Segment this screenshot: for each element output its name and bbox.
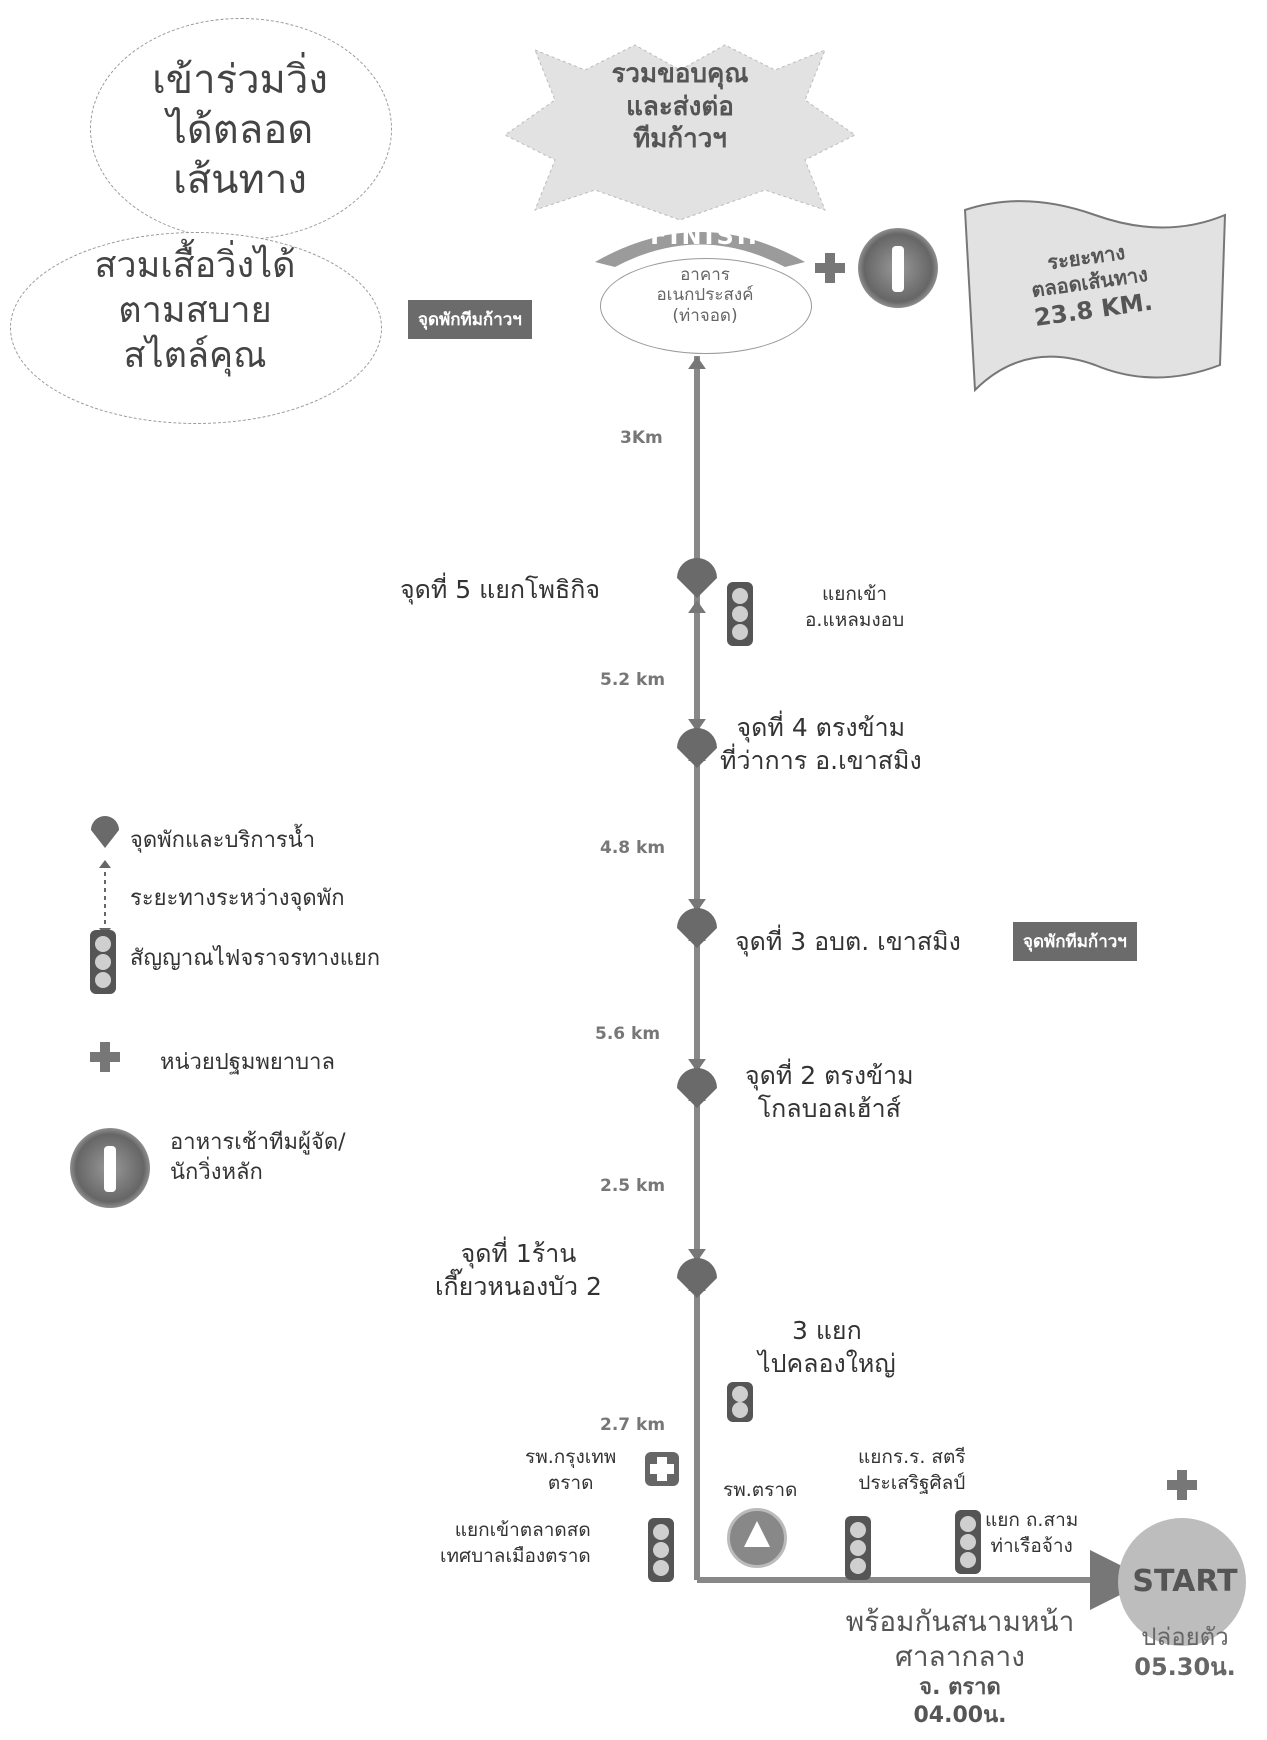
hospital-trat-icon [727, 1508, 787, 1568]
traffic-light-icon [90, 930, 116, 994]
finish-ribbon [595, 232, 805, 267]
traffic-light-icon [845, 1516, 871, 1580]
pin-5 [677, 558, 717, 598]
segment-distance: 3Km [620, 428, 663, 448]
legend: จุดพักและบริการน้ำ ระยะทางระหว่างจุดพัก … [70, 810, 550, 1370]
rest-tag-finish: จุดพักทีมก้าวฯ [408, 300, 532, 339]
junction-tha-ruea: แยก ถ.สามท่าเรือจ้าง [985, 1509, 1079, 1557]
food-icon [858, 228, 938, 308]
legend-firstaid: หน่วยปฐมพยาบาล [160, 1050, 335, 1075]
firstaid-icon [815, 253, 845, 283]
hospital-icon [645, 1452, 679, 1486]
start-label: START [1132, 1564, 1238, 1599]
pin-1 [677, 1258, 717, 1298]
pin-2 [677, 1068, 717, 1108]
dress-bubble [10, 232, 382, 424]
segment-distance: 2.5 km [600, 1176, 666, 1196]
legend-food: อาหารเช้าทีมผู้จัด/นักวิ่งหลัก [170, 1130, 346, 1185]
traffic-light-icon [727, 582, 753, 646]
junction-market: แยกเข้าตลาดสดเทศบาลเมืองตราด [440, 1519, 591, 1567]
traffic-light-icon [727, 1382, 753, 1422]
finish-building-ellipse [600, 258, 812, 354]
junction-school: แยกร.ร. สตรีประเสริฐศิลป์ [858, 1446, 966, 1494]
finish-building-text: อาคารอเนกประสงค์(ท่าจอด) [656, 265, 754, 326]
segment-distance: 5.2 km [600, 670, 666, 690]
thanks-banner-text: รวมขอบคุณและส่งต่อทีมก้าวฯ [611, 59, 749, 154]
hospital-bangkok-label: รพ.กรุงเทพตราด [525, 1446, 617, 1494]
pin-3 [677, 908, 717, 948]
join-run-text: เข้าร่วมวิ่งได้ตลอดเส้นทาง [152, 57, 328, 203]
legend-distance: ระยะทางระหว่างจุดพัก [130, 886, 345, 911]
start-circle [1118, 1518, 1246, 1646]
finish-label: FINISH [650, 222, 760, 250]
traffic-light-icon [648, 1518, 674, 1582]
junction-khlong-yai: 3 แยกไปคลองใหญ่ [758, 1316, 896, 1378]
thanks-banner-shape [504, 44, 856, 221]
legend-rest: จุดพักและบริการน้ำ [130, 828, 316, 853]
legend-distance-icon [99, 860, 111, 936]
checkpoint-1-label: จุดที่ 1ร้านเกี๊ยวหนองบัว 2 [435, 1239, 602, 1301]
food-icon [70, 1128, 150, 1208]
segment-distance: 4.8 km [600, 838, 666, 858]
junction-laem-ngop: แยกเข้าอ.แหลมงอบ [805, 583, 905, 631]
legend-pin-icon [91, 816, 119, 848]
firstaid-icon [1167, 1470, 1197, 1500]
rest-tag-point3: จุดพักทีมก้าวฯ [1013, 922, 1137, 961]
legend-traffic: สัญญาณไฟจราจรทางแยก [130, 946, 381, 971]
checkpoint-5-label: จุดที่ 5 แยกโพธิกิจ [400, 575, 601, 604]
segment-distance: 2.7 km [600, 1415, 666, 1435]
checkpoint-2-label: จุดที่ 2 ตรงข้ามโกลบอลเฮ้าส์ [745, 1061, 914, 1123]
hospital-trat-label: รพ.ตราด [723, 1479, 798, 1501]
dress-text: สวมเสื้อวิ่งได้ตามสบายสไตล์คุณ [94, 245, 296, 376]
firstaid-icon [90, 1042, 120, 1072]
distance-flag-shape [963, 200, 1227, 393]
join-run-bubble [90, 18, 392, 240]
segment-distance: 5.6 km [595, 1024, 661, 1044]
traffic-light-icon [955, 1510, 981, 1574]
checkpoint-3-label: จุดที่ 3 อบต. เขาสมิง [735, 927, 961, 956]
checkpoint-4-label: จุดที่ 4 ตรงข้ามที่ว่าการ อ.เขาสมิง [720, 713, 922, 775]
pin-4 [677, 728, 717, 768]
